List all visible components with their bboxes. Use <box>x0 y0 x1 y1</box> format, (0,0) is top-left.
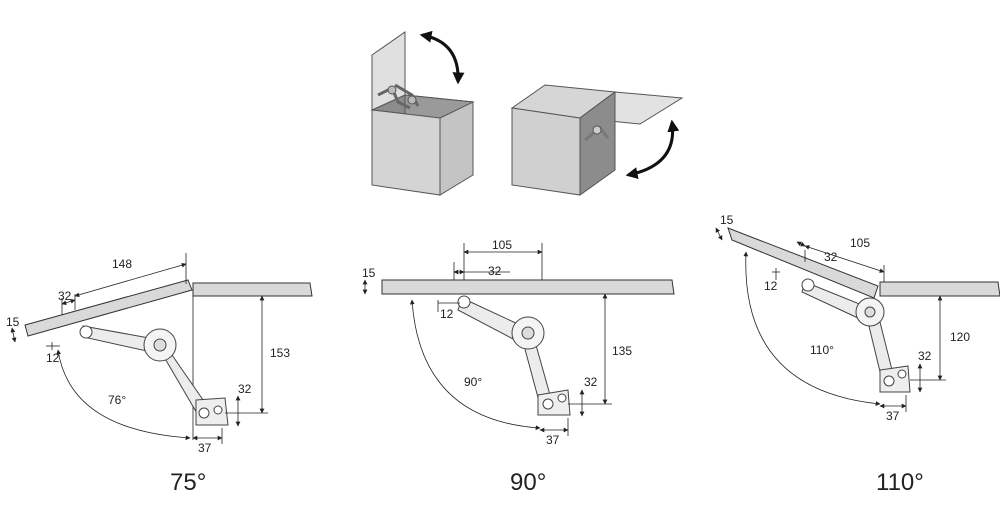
dim-length: 105 <box>850 236 870 250</box>
dim-bracket-width: 37 <box>886 409 900 423</box>
cabinet-lid-open-up-illustration <box>370 30 475 196</box>
dim-offset: 12 <box>440 307 454 321</box>
rotate-arrow-icon <box>625 119 680 179</box>
dim-hole: 32 <box>488 264 502 278</box>
dim-offset: 12 <box>46 351 60 365</box>
lid-panel <box>24 279 193 337</box>
hinge-diagram-110: 105 32 15 12 120 110° 32 37 110° <box>715 213 1000 496</box>
dim-height: 120 <box>950 330 970 344</box>
dim-hole: 32 <box>824 250 838 264</box>
hinge-diagram-75: 148 32 15 12 153 76° 32 37 75° <box>6 253 313 496</box>
rotate-arrow-icon <box>419 30 465 85</box>
lid-panel <box>381 279 675 295</box>
cabinet-panel <box>879 281 1000 297</box>
dim-hole: 32 <box>58 289 72 303</box>
dim-length: 105 <box>492 238 512 252</box>
dim-angle: 110° <box>810 343 834 357</box>
dim-length: 148 <box>112 257 132 271</box>
dim-thickness: 15 <box>362 266 376 280</box>
diagram-caption: 110° <box>876 469 924 496</box>
dim-thickness: 15 <box>720 213 734 227</box>
dim-bracket-width: 37 <box>546 433 560 447</box>
dim-angle: 90° <box>464 375 482 389</box>
dim-bracket-height: 32 <box>584 375 598 389</box>
cabinet-lid-open-flat-illustration <box>510 84 684 196</box>
dim-bracket-width: 37 <box>198 441 212 455</box>
cabinet-panel <box>192 282 313 297</box>
dim-thickness: 15 <box>6 315 20 329</box>
dim-height: 153 <box>270 346 290 360</box>
hinge-diagram-90: 105 32 15 12 135 90° 32 37 90° <box>362 238 675 496</box>
diagram-caption: 90° <box>510 469 546 496</box>
dim-angle: 76° <box>108 393 126 407</box>
dim-offset: 12 <box>764 279 778 293</box>
dim-bracket-height: 32 <box>238 382 252 396</box>
diagram-caption: 75° <box>170 469 206 496</box>
dim-bracket-height: 32 <box>918 349 932 363</box>
dim-height: 135 <box>612 344 632 358</box>
